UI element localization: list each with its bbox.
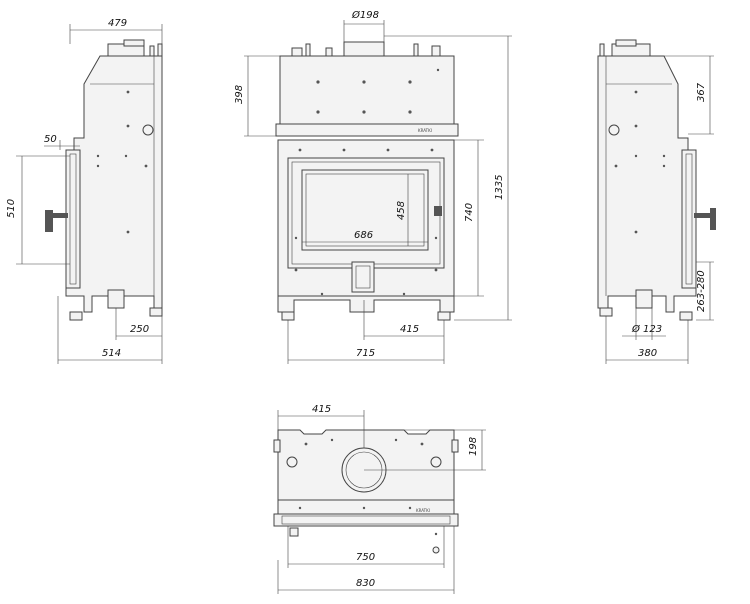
- dim-right-top-height: 367: [696, 82, 707, 102]
- dim-front-door-height: 740: [464, 203, 475, 222]
- dim-right-air-diameter: Ø 123: [631, 323, 662, 335]
- brand-label: KRATKI: [418, 128, 432, 133]
- dim-front-glass-height: 458: [396, 201, 407, 220]
- dim-left-total-depth: 514: [102, 348, 121, 359]
- dim-front-outlet-offset: 415: [400, 324, 419, 335]
- dim-front-width: 715: [356, 348, 375, 359]
- top-view: KRATKI: [273, 410, 486, 594]
- dim-front-glass-width: 686: [354, 230, 373, 241]
- front-view: KRATKI: [244, 20, 512, 364]
- side-view-right: [597, 39, 716, 364]
- dim-right-depth: 380: [638, 348, 657, 359]
- side-view-left: [16, 24, 163, 364]
- dim-left-width-top: 479: [108, 18, 127, 29]
- dim-top-pipe-depth: 198: [468, 437, 479, 456]
- dim-right-foot-range: 263-280: [696, 270, 707, 312]
- dim-front-top-height: 398: [234, 85, 245, 104]
- dim-left-handle-height: 510: [6, 199, 17, 218]
- dim-front-pipe-diameter: Ø198: [351, 9, 379, 21]
- brand-label-top: KRATKI: [416, 508, 430, 513]
- dim-top-inner-width: 750: [356, 552, 375, 563]
- dim-left-outlet-offset: 250: [130, 324, 149, 335]
- dim-top-pipe-offset: 415: [312, 404, 331, 415]
- dim-top-total-width: 830: [356, 578, 375, 589]
- dim-left-door-depth: 50: [44, 134, 57, 145]
- dim-front-total-height: 1335: [494, 175, 505, 200]
